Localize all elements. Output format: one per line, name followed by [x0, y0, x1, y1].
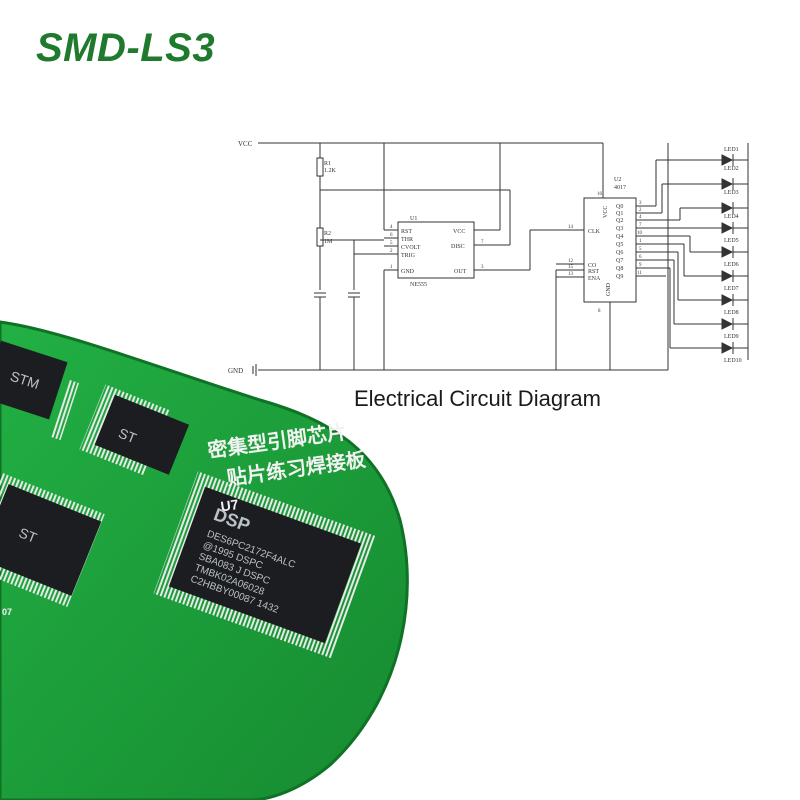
u2-pinnum-clk: 14	[568, 225, 574, 230]
u1-pin-disc: DISC	[451, 244, 465, 250]
u1-pinnum-trig: 2	[390, 249, 393, 254]
u2-pin-q3: Q3	[616, 226, 623, 232]
u2-pin-gnd: GND	[606, 282, 612, 296]
u2-pinnum-q4: 10	[637, 231, 643, 236]
u2-pinnum-co: 12	[568, 259, 574, 264]
u2-pinnum-q3: 7	[639, 223, 642, 228]
r2-label: R2	[324, 231, 331, 237]
led7-label: LED7	[724, 286, 739, 292]
designator-u7: U7	[220, 496, 240, 514]
u1-pinnum-out: 3	[481, 265, 484, 270]
u2-pin-ena: ENA	[588, 276, 601, 282]
gnd-label: GND	[228, 367, 243, 375]
u1-label: U1	[410, 216, 417, 222]
chip-lower-left: ST	[0, 473, 105, 607]
u2-pinnum-q7: 6	[639, 255, 642, 260]
led4-label: LED4	[724, 214, 739, 220]
u2-pin-q2: Q2	[616, 218, 623, 224]
r2-value: 1M	[324, 239, 333, 245]
u2-part: 4017	[614, 185, 626, 191]
u2-pin-q9: Q9	[616, 274, 623, 280]
u2-pin-q4: Q4	[616, 234, 623, 240]
led6-label: LED6	[724, 262, 739, 268]
edge-marking: 07	[2, 607, 12, 617]
u1-pinnum-thr: 6	[390, 233, 393, 238]
product-title: SMD-LS3	[36, 26, 216, 70]
u2-pinnum-vcc: 16	[597, 192, 603, 197]
led1-label: LED1	[724, 147, 739, 153]
u2-pin-rst: RST	[588, 269, 599, 275]
u2-pin-q7: Q7	[616, 258, 623, 264]
u2-pin-clk: CLK	[588, 229, 601, 235]
chip-dsp: DSP DES6PC2172F4ALC @1995 DSPC SBA083 J …	[153, 471, 377, 659]
u1-pin-cvolt: CVOLT	[401, 245, 421, 251]
u2-pin-q6: Q6	[616, 250, 623, 256]
led9-label: LED9	[724, 334, 739, 340]
led5-label: LED5	[724, 238, 739, 244]
u2-pin-co: CO	[588, 263, 597, 269]
u2-pinnum-q2: 4	[639, 215, 642, 220]
chip-top-left: STM	[0, 340, 68, 420]
u2-pinnum-rst: 15	[568, 265, 574, 270]
r1-label: R1	[324, 161, 331, 167]
u1-pinnum-rst: 4	[390, 225, 393, 230]
u1-pinnum-gnd: 1	[390, 265, 393, 270]
u1-pin-gnd: GND	[401, 269, 415, 275]
u1-pin-trig: TRIG	[401, 253, 416, 259]
u2-pinnum-q5: 1	[639, 239, 642, 244]
u1-pin-vcc: VCC	[453, 229, 465, 235]
u1-pin-rst: RST	[401, 229, 412, 235]
u2-pin-q8: Q8	[616, 266, 623, 272]
chip-mid-marking: ST	[116, 425, 139, 447]
u2-pinnum-q9: 11	[637, 271, 642, 276]
r1-value: 1.2K	[324, 168, 337, 174]
led10-label: LED10	[724, 358, 742, 364]
u1-pin-thr: THR	[401, 237, 413, 243]
u1-pinnum-disc: 7	[481, 240, 484, 245]
u1-part: NE555	[410, 282, 427, 288]
u1-pin-out: OUT	[454, 269, 467, 275]
u2-pinnum-q1: 2	[639, 208, 642, 213]
u2-pinnum-gnd: 8	[598, 309, 601, 314]
u2-pinnum-q6: 5	[639, 247, 642, 252]
chip-lower-marking: ST	[17, 524, 40, 546]
u2-label: U2	[614, 177, 621, 183]
led3-label: LED3	[724, 190, 739, 196]
u1-pinnum-cvolt: 5	[390, 241, 393, 246]
u2-pinnum-ena: 13	[568, 272, 574, 277]
vcc-label: VCC	[238, 140, 253, 148]
u2-pinnum-q0: 3	[639, 201, 642, 206]
led2-label: LED2	[724, 166, 739, 172]
diagram-caption: Electrical Circuit Diagram	[354, 386, 601, 411]
chip-middle: ST	[79, 384, 190, 476]
u2-pinnum-q8: 9	[639, 263, 642, 268]
u2-pin-vcc: VCC	[603, 206, 609, 218]
u2-pin-q5: Q5	[616, 242, 623, 248]
u2-pin-q0: Q0	[616, 204, 623, 210]
led8-label: LED8	[724, 310, 739, 316]
u2-pin-q1: Q1	[616, 211, 623, 217]
